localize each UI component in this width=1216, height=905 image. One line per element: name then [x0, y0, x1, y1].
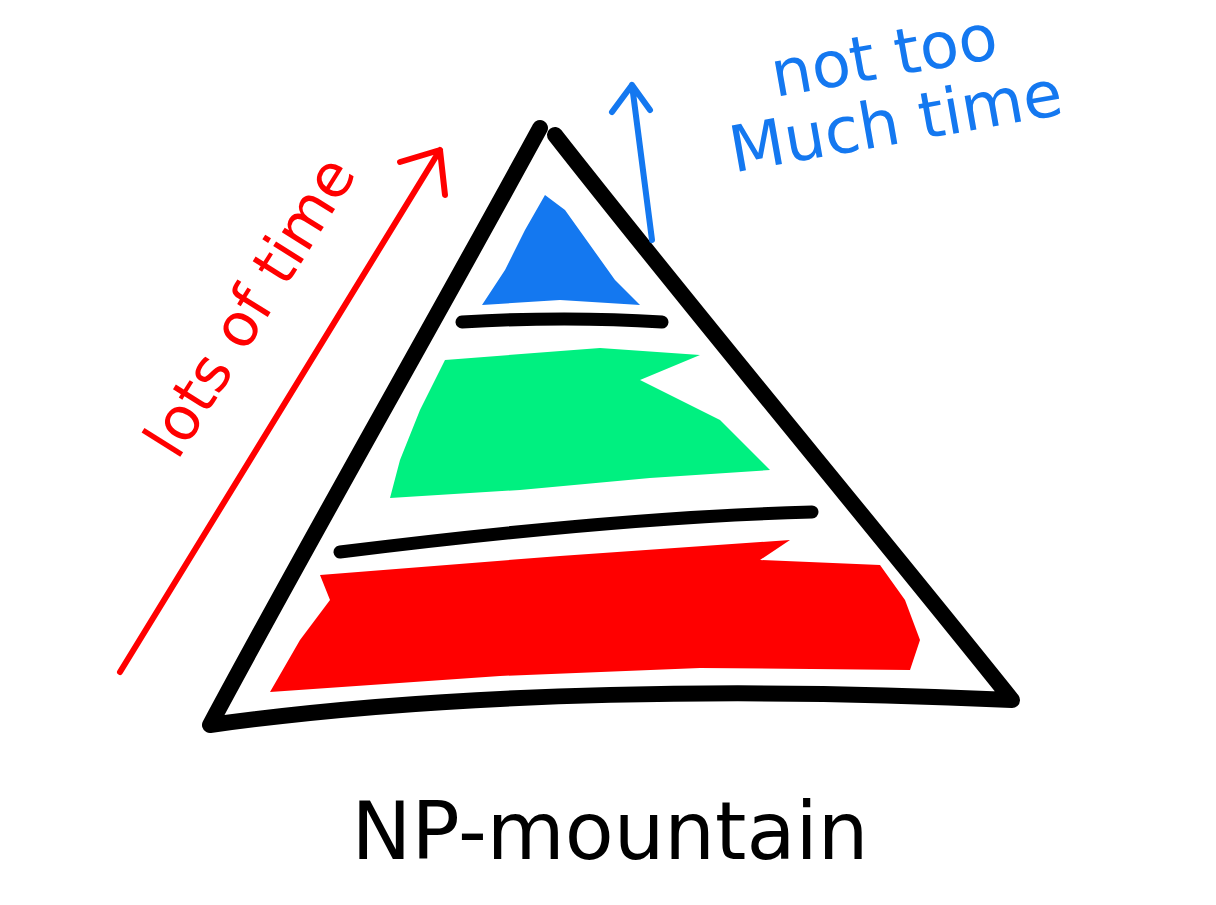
red-band-fill: [270, 540, 920, 692]
diagram-caption: NP-mountain: [330, 790, 890, 874]
time-label: not too Much time: [681, 0, 1098, 190]
band-divider: [462, 319, 662, 322]
band-divider: [340, 512, 812, 552]
green-band-fill: [390, 348, 770, 498]
blue-arrow: [612, 85, 652, 240]
time-label: lots of time: [109, 107, 390, 505]
